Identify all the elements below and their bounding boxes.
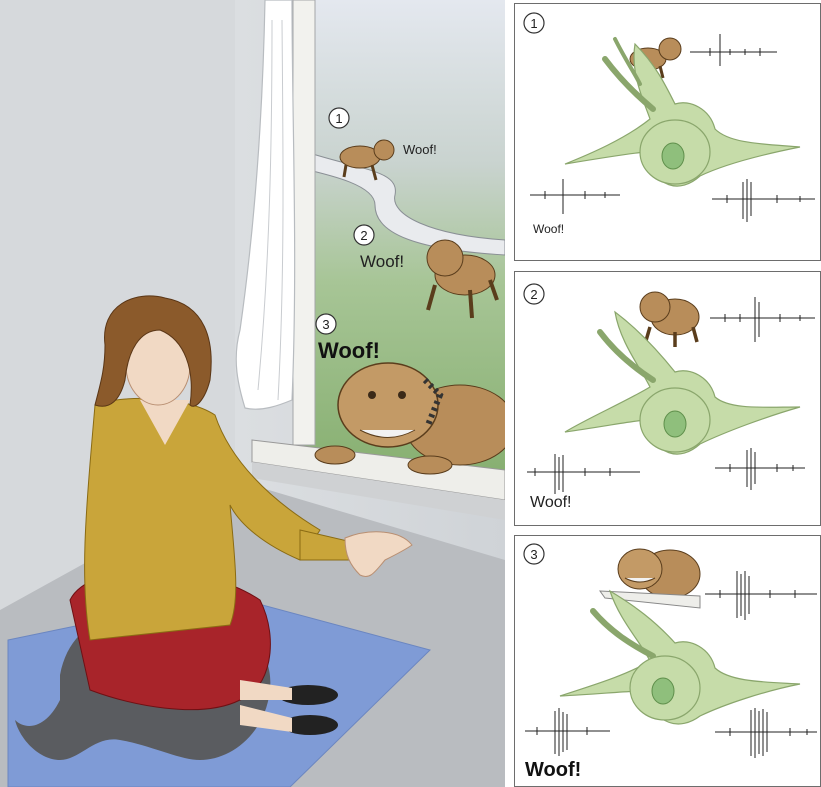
room-illustration: 1 Woof! 2 Woof! 3 Woof! — [0, 0, 505, 787]
room-scene: 1 Woof! 2 Woof! 3 Woof! — [0, 0, 505, 787]
panel-1-number: 1 — [530, 16, 537, 31]
spike-trace-top — [710, 297, 815, 342]
panel-3-number: 3 — [530, 547, 537, 562]
neuron-icon — [560, 591, 800, 724]
panel-2-woof: Woof! — [530, 494, 572, 511]
spike-trace-top — [690, 34, 777, 66]
woof-3-text: Woof! — [318, 338, 380, 363]
window-frame — [293, 0, 315, 445]
spike-trace-left — [527, 454, 640, 494]
neuron-icon — [565, 39, 800, 186]
neuron-panel-2: 2 Woof! — [514, 271, 821, 526]
panel-2-number: 2 — [530, 287, 537, 302]
panel-3-illustration: 3 Woof! — [515, 536, 820, 786]
step-3-number: 3 — [322, 317, 329, 332]
step-1-number: 1 — [335, 111, 342, 126]
neuron-panel-3: 3 Woof! — [514, 535, 821, 787]
spike-trace-top — [705, 571, 817, 620]
step-2-number: 2 — [360, 228, 367, 243]
spike-trace-left — [530, 179, 620, 214]
woof-1-text: Woof! — [403, 142, 437, 157]
step-3-label: 3 — [316, 314, 336, 334]
spike-trace-left — [525, 708, 610, 756]
panel-2-illustration: 2 Woof! — [515, 272, 820, 525]
panel-1-illustration: 1 Woof! — [515, 4, 820, 260]
spike-trace-right — [715, 708, 817, 758]
woof-2-text: Woof! — [360, 252, 404, 271]
panel-1-woof: Woof! — [533, 222, 564, 236]
spike-trace-right — [715, 448, 805, 490]
panel-3-woof: Woof! — [525, 759, 581, 781]
neuron-panel-1: 1 Woof! — [514, 3, 821, 261]
spike-trace-right — [712, 179, 815, 222]
step-1-label: 1 — [329, 108, 349, 128]
step-2-label: 2 — [354, 225, 374, 245]
dog-medium-icon — [640, 292, 699, 347]
